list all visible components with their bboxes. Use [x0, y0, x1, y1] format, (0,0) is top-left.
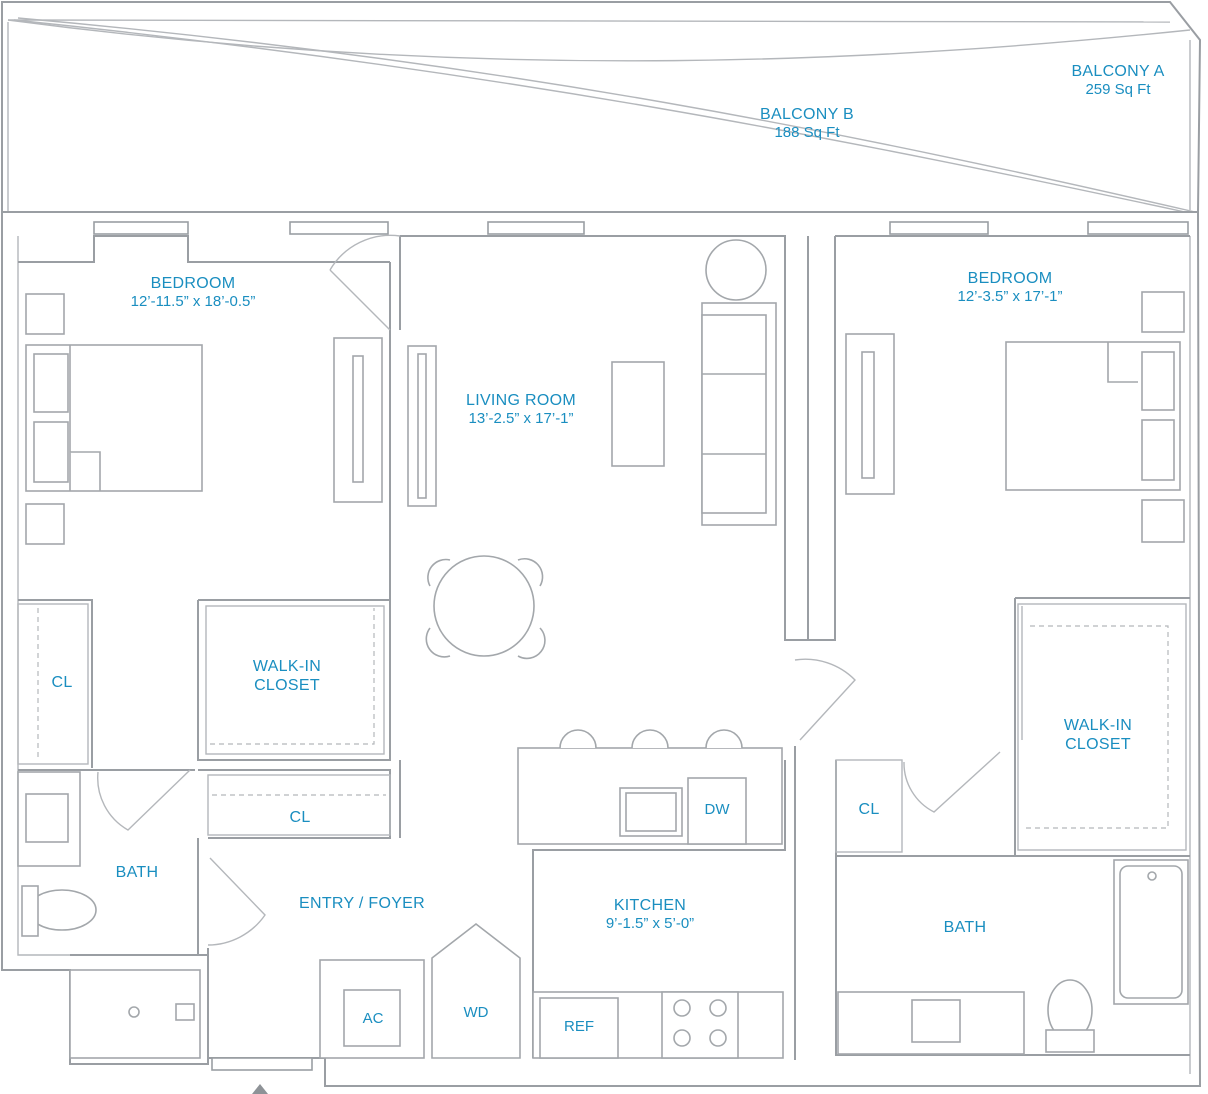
bath-left-name: BATH [115, 864, 159, 881]
living-room-label: LIVING ROOM 13’-2.5” x 17’-1” [466, 391, 576, 428]
bath-right-label: BATH [944, 918, 987, 937]
balcony-divider-curve [7, 19, 1191, 62]
bedroom-left-dims: 12’-11.5” x 18’-0.5” [130, 293, 256, 311]
walk-in-closet-left-line2: CLOSET [254, 677, 320, 695]
closet-right-name: CL [858, 801, 880, 818]
walk-in-closet-left-label: WALK-IN CLOSET [253, 657, 321, 695]
balcony-b-label: BALCONY B 188 Sq Ft [760, 105, 854, 142]
bath-right-name: BATH [943, 919, 987, 936]
walk-in-closet-left-line1: WALK-IN [252, 658, 322, 675]
living-room-dims: 13’-2.5” x 17’-1” [468, 410, 574, 428]
bedroom-right-name: BEDROOM [967, 270, 1053, 287]
walk-in-closet-right-label: WALK-IN CLOSET [1064, 716, 1132, 754]
entry-foyer-name: ENTRY / FOYER [298, 895, 426, 912]
bedroom-right-label: BEDROOM 12’-3.5” x 17’-1” [957, 269, 1062, 306]
living-room-furniture [407, 239, 777, 660]
kitchen-name: KITCHEN [613, 897, 687, 914]
bedroom-right-dims: 12’-3.5” x 17’-1” [957, 288, 1063, 306]
bedroom-left-label: BEDROOM 12’-11.5” x 18’-0.5” [131, 274, 256, 311]
doors [97, 234, 1023, 946]
closet-entry-label: CL [289, 808, 310, 827]
balcony-a-name: BALCONY A [1071, 63, 1165, 80]
balcony-b-area: 188 Sq Ft [774, 124, 840, 142]
washer-dryer-label: WD [463, 1004, 489, 1021]
closet-left-name: CL [51, 674, 73, 691]
living-room-name: LIVING ROOM [466, 392, 576, 409]
left-bath-fixtures [17, 771, 201, 1059]
right-bath-fixtures [837, 859, 1189, 1055]
kitchen-fixtures [319, 729, 784, 1059]
dishwasher-label: DW [704, 801, 730, 818]
walk-in-closet-right-line2: CLOSET [1065, 736, 1131, 754]
bath-left-label: BATH [116, 863, 159, 882]
kitchen-dims: 9’-1.5” x 5’-0” [605, 915, 695, 933]
entry-arrow-icon [252, 1084, 268, 1094]
refrigerator-label: REF [564, 1018, 594, 1035]
interior-walls [18, 235, 1190, 1060]
closet-right-label: CL [858, 800, 879, 819]
closet-entry-name: CL [289, 809, 311, 826]
bedroom-left-name: BEDROOM [150, 275, 236, 292]
left-bedroom-furniture [25, 293, 383, 545]
ac-label: AC [362, 1010, 384, 1027]
entry-foyer-label: ENTRY / FOYER [299, 894, 425, 913]
closet-left-label: CL [51, 673, 72, 692]
kitchen-label: KITCHEN 9’-1.5” x 5’-0” [606, 896, 694, 933]
closets [17, 603, 1187, 853]
right-bedroom-furniture [845, 291, 1185, 543]
balcony-area [1, 1, 1202, 213]
balcony-a-label: BALCONY A 259 Sq Ft [1071, 62, 1164, 99]
windows [93, 221, 1189, 1071]
balcony-a-area: 259 Sq Ft [1085, 81, 1151, 99]
balcony-b-name: BALCONY B [760, 106, 854, 123]
walk-in-closet-right-line1: WALK-IN [1063, 717, 1133, 734]
